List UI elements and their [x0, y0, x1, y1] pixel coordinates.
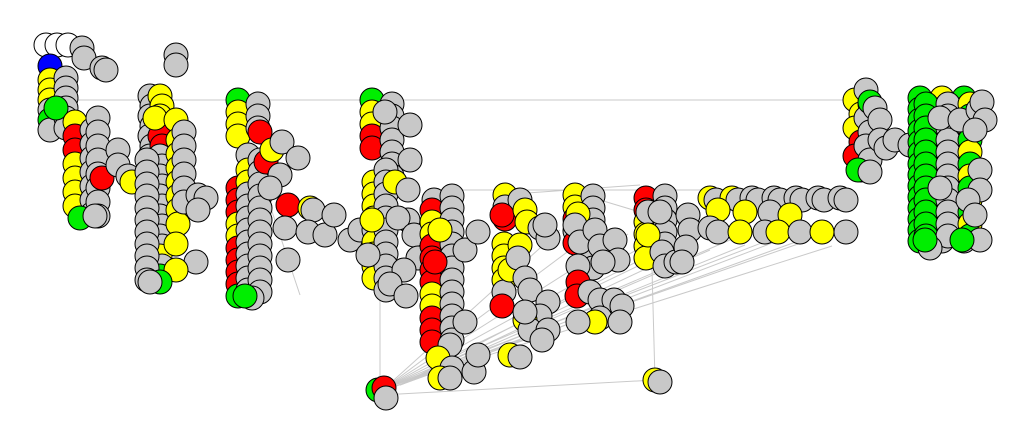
graph-node-374 [765, 219, 791, 245]
graph-node-351 [669, 249, 695, 275]
graph-edge-9 [384, 231, 595, 389]
graph-node-379 [647, 369, 673, 395]
graph-node-230 [355, 242, 381, 268]
graph-node-119 [185, 197, 211, 223]
graph-node-285 [532, 212, 558, 238]
graph-node-179 [272, 215, 298, 241]
graph-node-172 [257, 175, 283, 201]
graph-node-295 [529, 327, 555, 353]
graph-node-224 [385, 205, 411, 231]
graph-node-199 [397, 147, 423, 173]
graph-node-229 [393, 283, 419, 309]
graph-node-329 [607, 309, 633, 335]
graph-node-257 [427, 217, 453, 243]
graph-node-169 [269, 129, 295, 155]
graph-node-344 [635, 222, 661, 248]
graph-node-372 [727, 219, 753, 245]
graph-node-484 [962, 117, 988, 143]
graph-node-23 [43, 95, 69, 121]
graph-node-258 [422, 249, 448, 275]
graph-node-492 [912, 227, 938, 253]
graph-node-280 [489, 293, 515, 319]
graph-node-170 [285, 145, 311, 171]
graph-node-493 [949, 227, 975, 253]
graph-node-395 [857, 159, 883, 185]
graph-node-328 [565, 309, 591, 335]
graph-node-260 [465, 219, 491, 245]
graph-node-173 [275, 192, 301, 218]
graph-node-273 [489, 202, 515, 228]
graph-node-174 [275, 247, 301, 273]
graph-node-343 [647, 199, 673, 225]
graph-node-485 [927, 175, 953, 201]
node-layer [33, 32, 998, 411]
graph-edge-3 [379, 379, 656, 396]
graph-node-297 [507, 344, 533, 370]
graph-node-365 [833, 187, 859, 213]
graph-node-375 [787, 219, 813, 245]
graph-node-376 [809, 219, 835, 245]
graph-node-377 [833, 219, 859, 245]
graph-node-197 [372, 99, 398, 125]
graph-node-489 [962, 202, 988, 228]
graph-node-371 [705, 219, 731, 245]
graph-node-182 [321, 202, 347, 228]
graph-node-120 [163, 231, 189, 257]
graph-node-132 [247, 119, 273, 145]
graph-node-7 [163, 52, 189, 78]
graph-node-221 [359, 207, 385, 233]
graph-node-266 [465, 342, 491, 368]
graph-node-222 [395, 177, 421, 203]
graph-node-102 [142, 105, 168, 131]
graph-node-298 [512, 299, 538, 325]
graph-node-198 [397, 112, 423, 138]
graph-node-496 [373, 385, 399, 411]
graph-node-318 [590, 249, 616, 275]
graph-node-124 [137, 269, 163, 295]
graph-node-178 [300, 197, 326, 223]
graph-node-268 [437, 365, 463, 391]
graph-node-9 [93, 57, 119, 83]
graph-edge-8 [384, 229, 561, 389]
graph-node-47 [82, 203, 108, 229]
graph-node-259 [452, 237, 478, 263]
graph-node-261 [452, 309, 478, 335]
graph-node-176 [232, 283, 258, 309]
